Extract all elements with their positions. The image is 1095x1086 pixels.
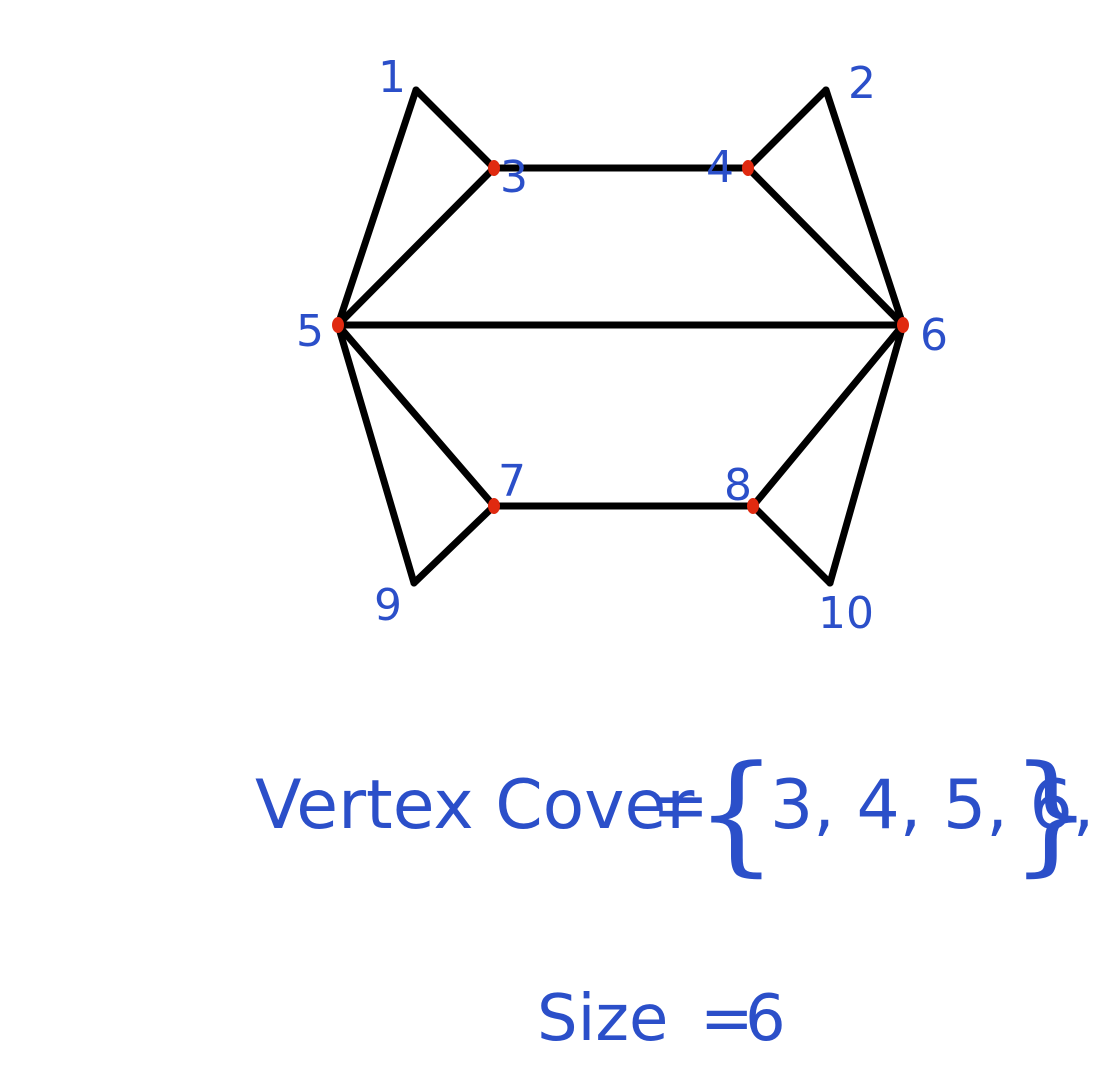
- cover-equals: =: [652, 766, 709, 845]
- vertex-label-5: 5: [296, 306, 324, 357]
- edge-3-5: [334, 164, 498, 329]
- size-equals: =: [700, 982, 754, 1056]
- edge-6-10: [826, 321, 907, 587]
- vertex-label-8: 8: [724, 460, 752, 511]
- vertex-label-4: 4: [706, 142, 734, 193]
- vertex-label-10: 10: [818, 588, 874, 639]
- vertex-label-2: 2: [848, 58, 876, 109]
- cover-vertex-3: [488, 160, 500, 176]
- cover-vertex-5: [332, 317, 344, 333]
- edge-1-3: [412, 86, 498, 172]
- vertex-label-3: 3: [500, 152, 528, 203]
- graph-vertices: [332, 160, 909, 514]
- size-formula: Size = 6: [537, 982, 786, 1056]
- edge-2-4: [744, 86, 830, 172]
- cover-label: Vertex Cover: [255, 766, 694, 845]
- cover-vertex-8: [747, 498, 759, 514]
- cover-close-brace: }: [1010, 737, 1093, 889]
- edge-1-5: [334, 86, 420, 329]
- vertex-label-1: 1: [378, 52, 406, 103]
- vertex-label-7: 7: [498, 456, 526, 507]
- vertex-labels: 1 2 3 4 5 6 7 8 9 10: [296, 52, 948, 639]
- edge-5-9: [334, 321, 418, 587]
- vertex-label-6: 6: [920, 310, 948, 361]
- edge-4-6: [744, 164, 907, 329]
- cover-open-brace: {: [695, 737, 778, 889]
- cover-vertex-7: [488, 498, 500, 514]
- cover-formula: Vertex Cover = { 3, 4, 5, 6, 7, 8 }: [255, 737, 1095, 889]
- cover-vertex-6: [897, 317, 909, 333]
- edge-8-10: [749, 502, 834, 587]
- size-value: 6: [745, 982, 786, 1056]
- graph-edges: [334, 86, 907, 587]
- edge-5-7: [334, 321, 498, 510]
- size-label: Size: [537, 982, 668, 1056]
- cover-items: 3, 4, 5, 6, 7, 8: [770, 766, 1095, 845]
- cover-vertex-4: [742, 160, 754, 176]
- edge-2-6: [822, 86, 907, 329]
- edge-7-9: [410, 502, 498, 587]
- vertex-label-9: 9: [374, 580, 402, 631]
- edge-8-6: [749, 321, 907, 510]
